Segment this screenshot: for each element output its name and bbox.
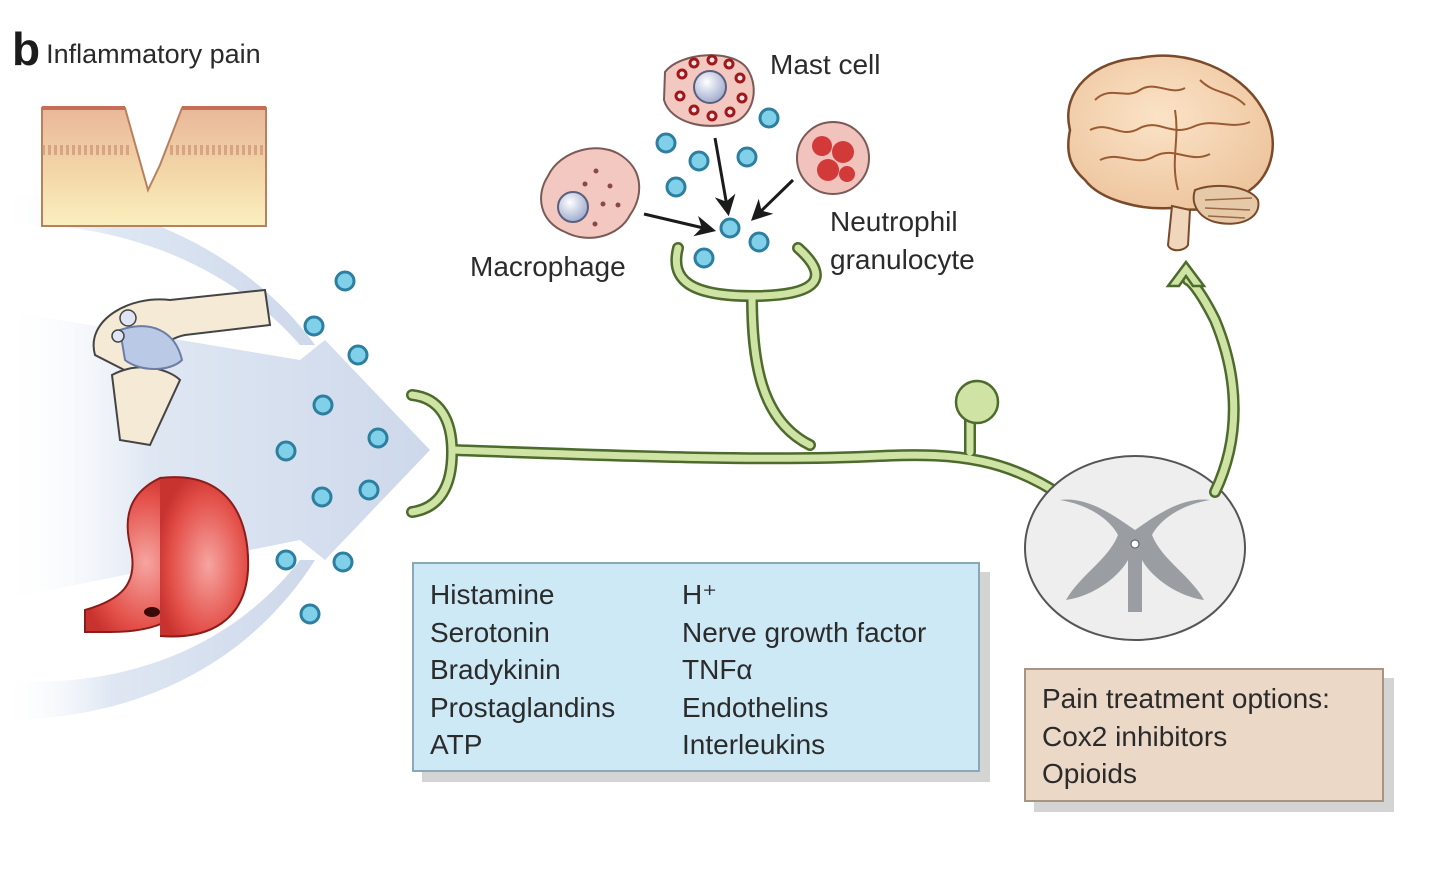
- sensory-neuron: [406, 242, 1071, 518]
- mast-cell-illustration: [662, 54, 755, 127]
- tissue-flow-arrows: [0, 195, 430, 720]
- mediator-item: Endothelins: [682, 691, 829, 723]
- treatment-heading: Pain treatment options:: [1042, 683, 1330, 714]
- treatment-list: Pain treatment options: Cox2 inhibitors …: [1042, 680, 1330, 793]
- neutrophil-label-line2: granulocyte: [830, 244, 975, 275]
- mediator-item: Nerve growth factor: [682, 616, 927, 648]
- spinal-cord-illustration: [1024, 455, 1246, 641]
- mediators-left-column: Histamine Serotonin Bradykinin Prostagla…: [430, 576, 615, 764]
- ascending-pathway: [1165, 259, 1240, 498]
- treatment-item: Opioids: [1042, 758, 1137, 789]
- mediator-item: ATP: [430, 729, 483, 760]
- neutrophil-label-line1: Neutrophil: [830, 206, 958, 237]
- treatment-item: Cox2 inhibitors: [1042, 720, 1228, 752]
- skin-wound-illustration: [41, 106, 267, 227]
- mediators-right-column: H⁺ Nerve growth factor TNFα Endothelins …: [682, 576, 926, 764]
- knee-joint-illustration: [92, 288, 272, 447]
- release-arrows: [643, 137, 795, 237]
- macrophage-illustration: [540, 147, 641, 239]
- neutrophil-illustration: [796, 121, 870, 195]
- panel-letter: b: [12, 23, 41, 75]
- mediator-item: TNFα: [682, 654, 753, 685]
- mediator-item: Serotonin: [430, 616, 550, 648]
- mast-cell-label: Mast cell: [770, 49, 881, 80]
- mediator-item: Histamine: [430, 579, 555, 610]
- brain-illustration: [1067, 54, 1275, 252]
- treatment-options-box: Pain treatment options: Cox2 inhibitors …: [1024, 668, 1384, 802]
- mediator-item: Interleukins: [682, 729, 826, 760]
- macrophage-label: Macrophage: [470, 251, 626, 282]
- mediators-box: Histamine Serotonin Bradykinin Prostagla…: [412, 562, 980, 772]
- mediator-molecules: [275, 107, 780, 625]
- mediator-item: H⁺: [682, 579, 717, 610]
- stomach-illustration: [84, 476, 250, 638]
- mediator-item: Bradykinin: [430, 654, 561, 685]
- mediator-item: Prostaglandins: [430, 691, 616, 723]
- figure-title: Inflammatory pain: [46, 39, 261, 69]
